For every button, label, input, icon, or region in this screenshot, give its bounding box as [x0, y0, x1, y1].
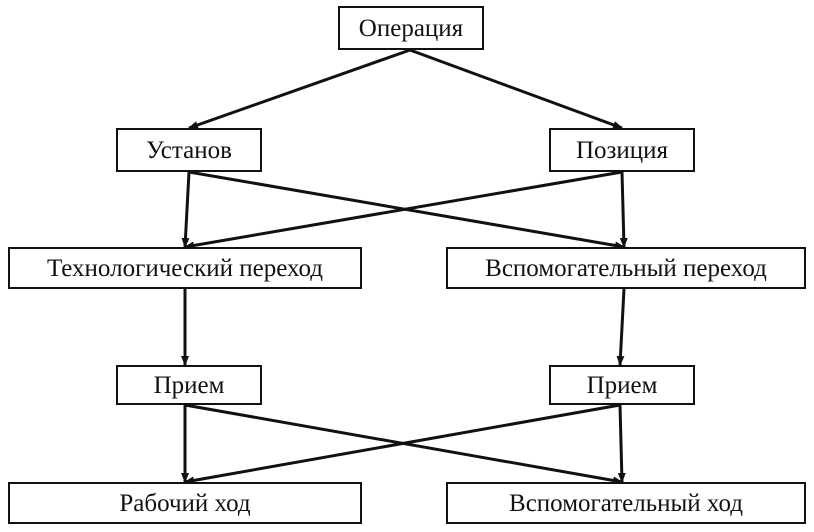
node-working-move: Рабочий ход — [8, 482, 362, 524]
arrow-operation-to-ustanov — [188, 48, 411, 130]
node-position: Позиция — [549, 128, 695, 172]
node-priem-left: Прием — [116, 365, 262, 405]
arrow-priem_right-to-working_move — [184, 403, 621, 485]
arrow-priem_right-to-aux_move — [617, 404, 626, 483]
node-tech-transition: Технологический переход — [8, 247, 362, 289]
node-aux-move: Вспомогательный ход — [446, 482, 806, 524]
arrow-position-to-aux_transition — [619, 171, 628, 248]
node-ustanov: Установ — [116, 128, 262, 172]
arrow-position-to-tech_transition — [184, 170, 623, 250]
arrow-operation-to-position — [409, 48, 623, 130]
arrow-ustanov-to-tech_transition — [181, 171, 191, 248]
arrow-aux_transition-to-priem_right — [616, 288, 626, 366]
node-aux-transition: Вспомогательный переход — [446, 247, 806, 289]
node-operation: Операция — [338, 6, 484, 50]
node-priem-right: Прием — [549, 365, 695, 405]
